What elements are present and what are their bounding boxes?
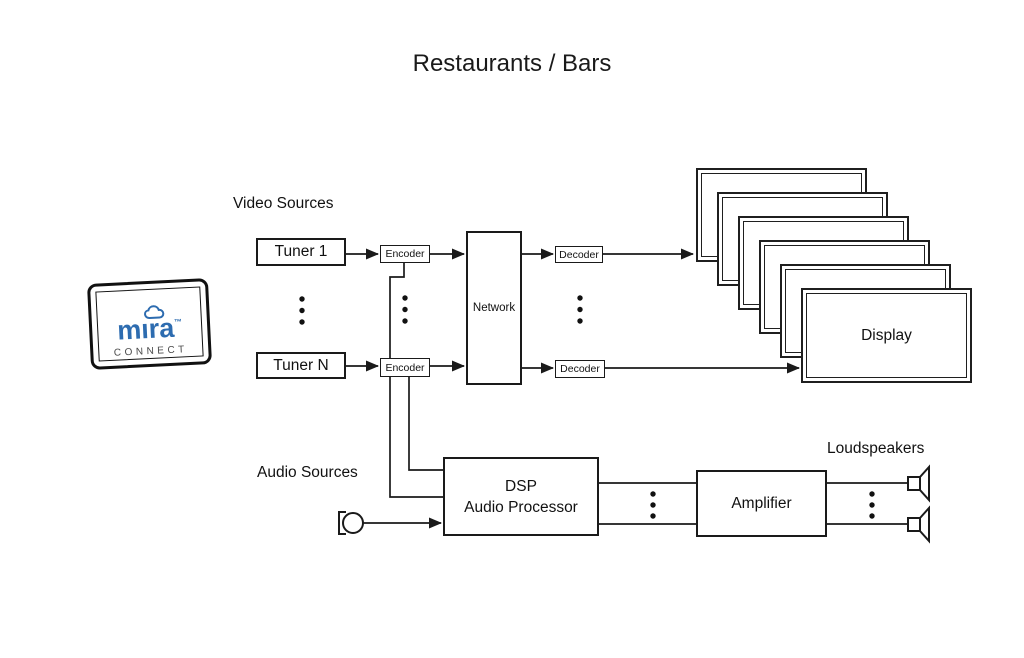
amplifier-box: Amplifier [696, 470, 827, 537]
display-label: Display [861, 326, 912, 344]
tuner1-box: Tuner 1 [256, 238, 346, 266]
mira-brand: mıra™ [98, 311, 202, 347]
ellipsis-dots-dsp-amp [650, 491, 656, 519]
ellipsis-dots-encoders [402, 295, 408, 324]
loudspeaker-icon [907, 464, 930, 503]
trademark-symbol: ™ [173, 317, 183, 327]
cloud-icon [144, 305, 165, 319]
loudspeaker-icon [907, 505, 930, 544]
microphone-icon [338, 511, 364, 535]
wire-encoder1-to-dsp [389, 263, 443, 498]
mira-connect-tablet: mıra™ CONNECT [86, 278, 213, 370]
encoder2-box: Encoder [380, 358, 430, 377]
tablet-screen: mıra™ CONNECT [95, 286, 204, 362]
ellipsis-dots-amp-speakers [869, 491, 875, 519]
wire-encoder2-to-dsp [408, 377, 443, 471]
dsp-label-line2: Audio Processor [464, 498, 578, 516]
ellipsis-dots-tuners [299, 296, 305, 325]
encoder1-box: Encoder [380, 245, 430, 263]
network-box: Network [466, 231, 522, 385]
display-frame-front: Display [801, 288, 972, 383]
video-sources-label: Video Sources [233, 195, 334, 212]
mira-brand-text: mıra [116, 312, 175, 346]
decoder1-box: Decoder [555, 246, 603, 263]
dsp-audio-processor-box: DSP Audio Processor [443, 457, 599, 536]
audio-sources-label: Audio Sources [257, 464, 358, 481]
tunerN-box: Tuner N [256, 352, 346, 379]
page-title: Restaurants / Bars [412, 50, 612, 77]
decoder2-box: Decoder [555, 360, 605, 378]
loudspeakers-label: Loudspeakers [827, 440, 925, 457]
dsp-label-line1: DSP [505, 477, 537, 495]
ellipsis-dots-decoders [577, 295, 583, 324]
